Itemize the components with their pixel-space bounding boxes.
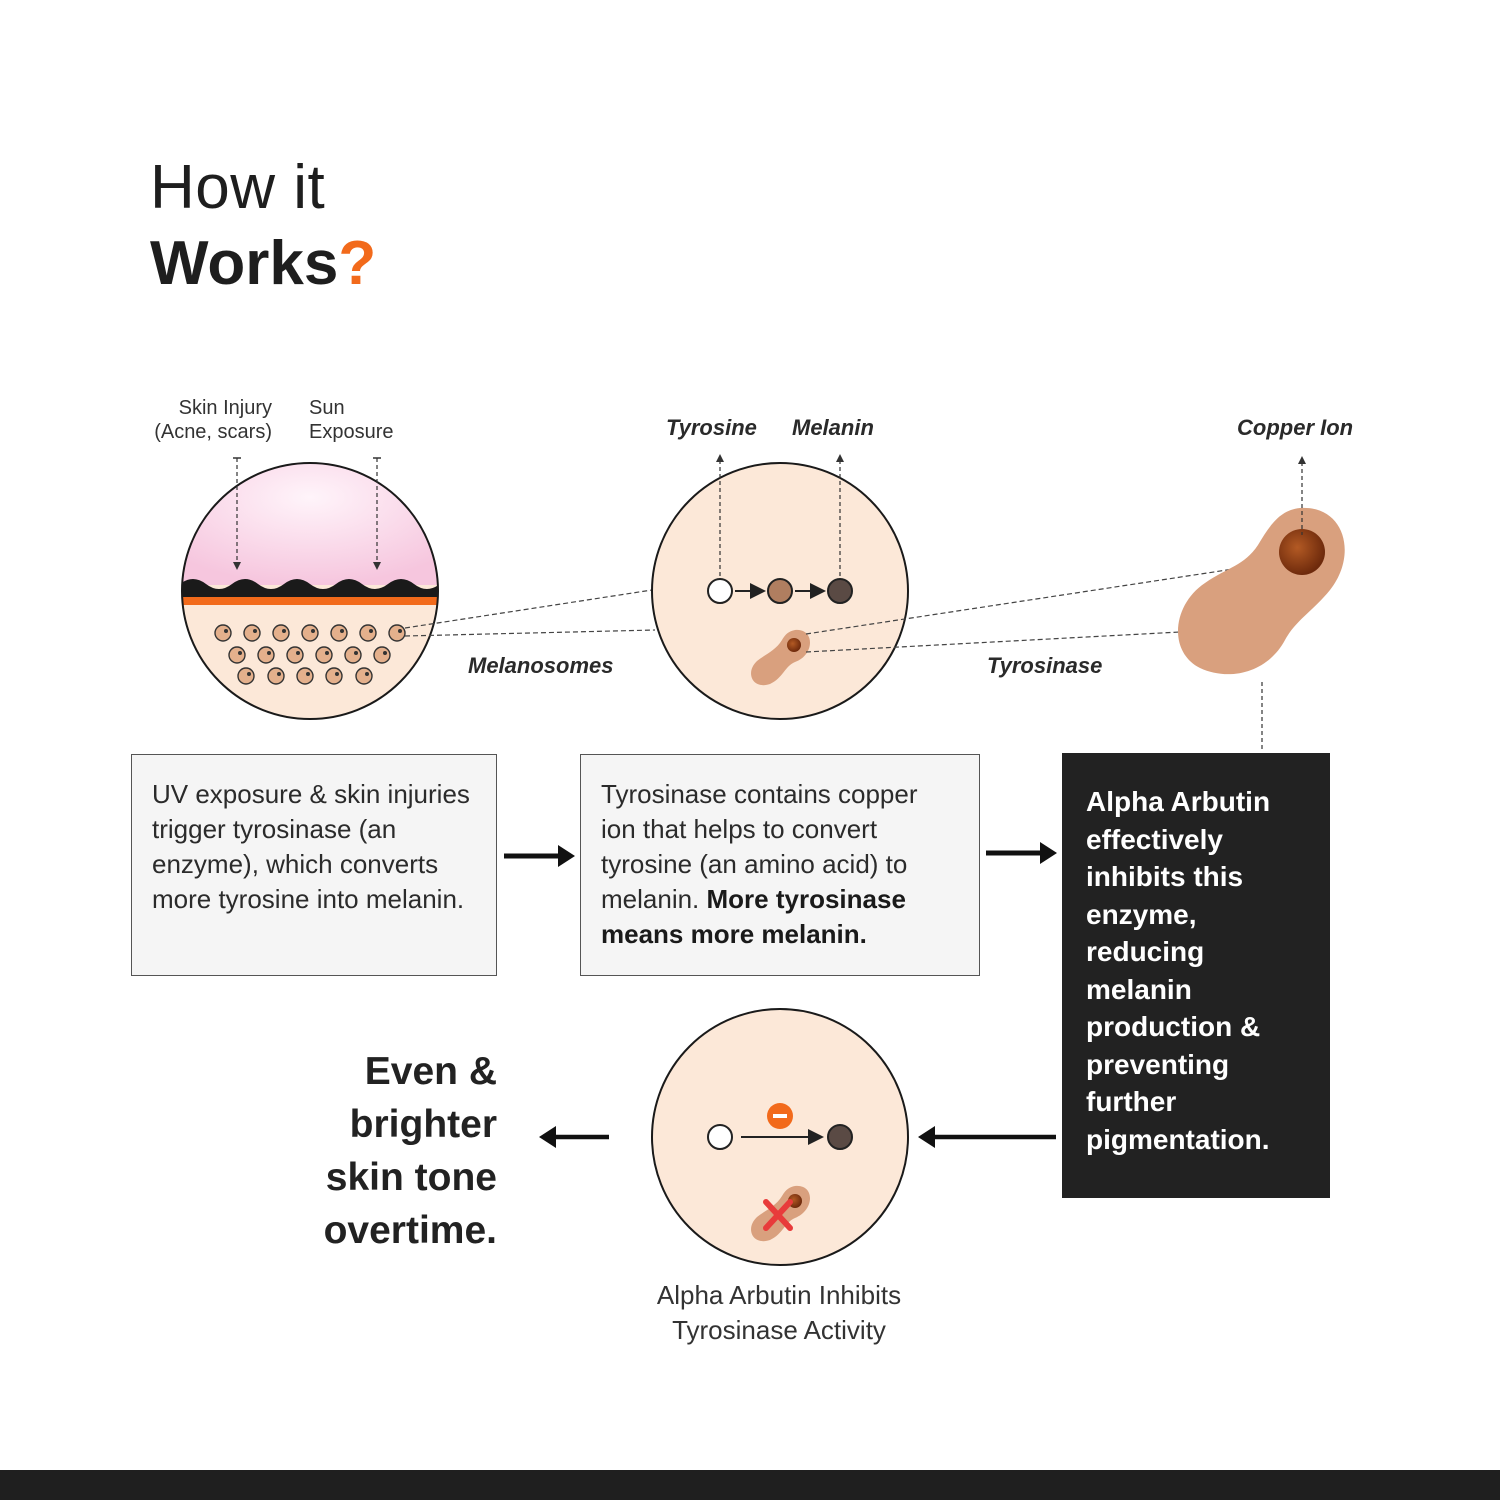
step2-box: Tyrosinase contains copper ion that help… (580, 754, 980, 976)
step3-box: Alpha Arbutin effectively inhibits this … (1062, 753, 1330, 1198)
melanin-molecule (827, 578, 853, 604)
inhibition-caption: Alpha Arbutin Inhibits Tyrosinase Activi… (656, 1280, 902, 1345)
melanin-molecule (827, 1124, 853, 1150)
title-line-1: How it (150, 153, 326, 222)
skin-cross-section (181, 462, 439, 720)
result-text: Even & brighter skin tone overtime. (323, 1050, 497, 1252)
skin-injury-label: Skin Injury (Acne, scars) (154, 397, 272, 443)
intermediate-molecule (767, 578, 793, 604)
footer-bar (0, 1470, 1500, 1500)
tyrosine-label: Tyrosine (666, 415, 757, 440)
title-works: Works (150, 229, 339, 298)
copper-ion (1279, 529, 1325, 575)
small-tyrosinase-enzyme (751, 629, 810, 686)
tyrosine-molecule (707, 578, 733, 604)
step2-text: Tyrosinase contains copper ion that help… (601, 779, 918, 914)
step2-bold-text: More tyrosinase means more melanin. (601, 884, 906, 949)
large-tyrosinase-enzyme (1178, 456, 1345, 752)
inhibition-circle (651, 1008, 909, 1266)
tyrosinase-label: Tyrosinase (987, 653, 1103, 678)
page-title: How it Works? (150, 150, 376, 302)
melanosomes-label: Melanosomes (468, 653, 614, 678)
flow-arrows (504, 842, 1057, 1148)
question-mark: ? (338, 229, 377, 298)
title-line-2: Works? (150, 226, 376, 302)
melanosome-dots (214, 624, 406, 685)
melanin-process-circle (651, 454, 909, 720)
copper-ion-label: Copper Ion (1237, 415, 1354, 440)
tyrosine-molecule (707, 1124, 733, 1150)
step1-box: UV exposure & skin injuries trigger tyro… (131, 754, 497, 976)
sun-exposure-label: Sun Exposure (309, 397, 394, 443)
melanin-label: Melanin (792, 415, 874, 440)
x-mark-icon (763, 1199, 793, 1231)
